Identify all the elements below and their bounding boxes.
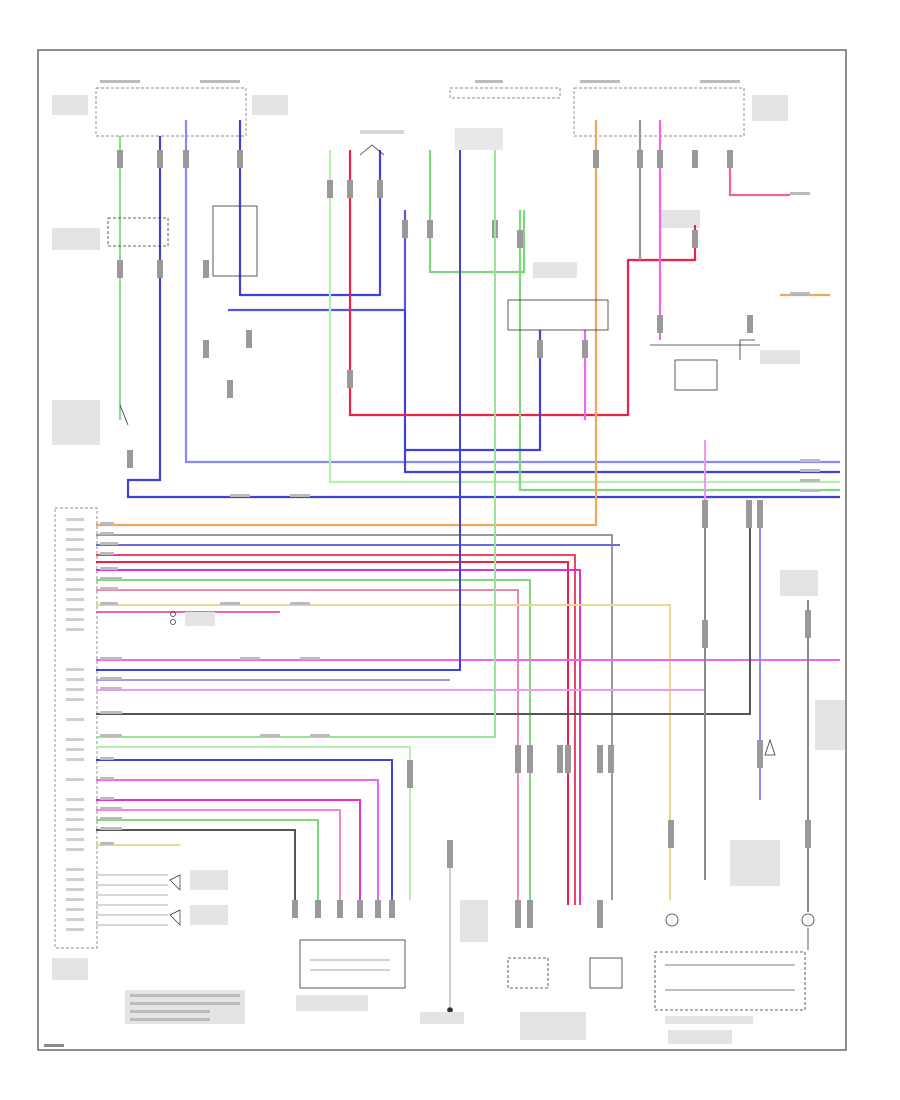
wire-red-1 xyxy=(348,150,697,417)
transmission-connector xyxy=(589,957,623,989)
overdrive-switch-box xyxy=(507,957,549,989)
wire-red-h1 xyxy=(96,554,576,905)
legend-lines xyxy=(44,994,240,1047)
wire-pink-h4 xyxy=(96,440,706,691)
wire-orange-1 xyxy=(96,120,598,527)
wire-green-3 xyxy=(428,150,526,274)
ecm-block xyxy=(54,507,98,949)
wire-pink-h6 xyxy=(96,809,341,905)
control-switch-assembly xyxy=(299,939,406,989)
sensor-left xyxy=(665,913,679,927)
wire-green-2 xyxy=(328,150,840,484)
wire-pink-h1 xyxy=(96,589,519,905)
top-box-labels xyxy=(52,80,800,445)
wire-magenta-h2 xyxy=(96,799,361,905)
wire-green-4 xyxy=(518,210,840,492)
wire-light-green-h3 xyxy=(96,746,411,900)
wire-blue-4 xyxy=(403,310,840,474)
junction-block-center xyxy=(449,87,561,99)
bottom-labels xyxy=(125,570,845,1044)
relay-left xyxy=(212,205,258,277)
wire-blue-h3 xyxy=(96,759,393,905)
wire-magenta-h1 xyxy=(96,569,581,905)
sensor-right xyxy=(801,913,815,927)
ecm-pin-labels xyxy=(52,518,88,980)
ecm-wires xyxy=(96,150,840,905)
splice-box-left xyxy=(107,217,169,247)
wire-blue-h2 xyxy=(96,150,461,671)
wire-red-2 xyxy=(728,160,790,197)
engine-room-junction-block-left xyxy=(95,87,247,137)
wire-pink-h5 xyxy=(96,779,379,905)
wire-yellow-h1 xyxy=(96,604,671,900)
bottom-connector-marks xyxy=(292,500,811,928)
wire-blue-1 xyxy=(126,136,840,499)
wire-dark-h2 xyxy=(96,829,296,905)
wire-blue-2 xyxy=(238,120,382,297)
top-components xyxy=(107,144,760,426)
bottom-components xyxy=(299,600,815,1013)
wire-dark-h1 xyxy=(96,500,751,715)
ecm-side-components xyxy=(96,611,181,926)
wire-green-h3 xyxy=(96,819,319,905)
wire-labels xyxy=(100,192,820,845)
top-fuse-boxes xyxy=(95,87,745,137)
neutral-start-switch xyxy=(654,951,806,1011)
top-wires xyxy=(96,120,840,527)
wire-light-blue-1 xyxy=(184,120,840,464)
relay-center xyxy=(507,299,609,331)
wire-green-h1 xyxy=(96,579,531,905)
wire-green-h2 xyxy=(96,150,496,738)
wire-red-h2 xyxy=(96,561,569,905)
wire-blue-5 xyxy=(405,330,542,452)
diagram-frame xyxy=(37,49,847,1051)
connector-marks xyxy=(117,150,753,468)
wire-gray-h1 xyxy=(96,534,613,900)
relay-right xyxy=(674,359,718,391)
